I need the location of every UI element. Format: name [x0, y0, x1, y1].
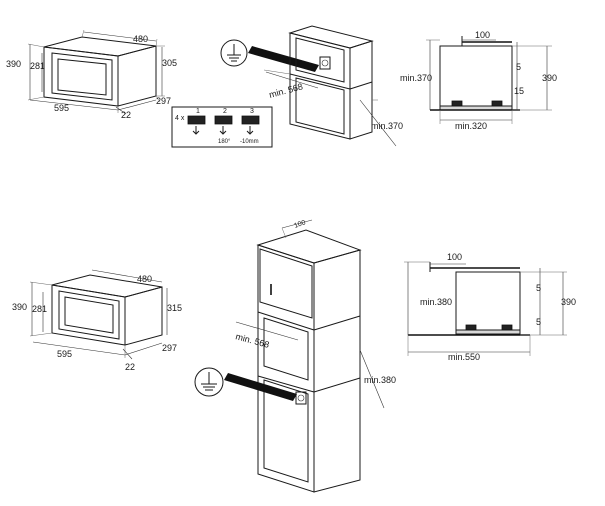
ground-icon: [194, 367, 297, 401]
bottom-cabinet-drawing: 100 min. 568 min.380: [234, 219, 396, 493]
step-2-number: 2: [223, 108, 227, 115]
top-side-view: 100 min.370 5 15 390 min.320: [400, 30, 557, 131]
steps-count: 4 x: [175, 115, 185, 122]
bottom-oven-height-outer: 390: [12, 302, 27, 312]
top-side-min-height: min.370: [400, 73, 432, 83]
bottom-oven-base-depth: 297: [162, 343, 177, 353]
top-oven-drawing: 480 390 281 305 595 22 297: [6, 29, 177, 120]
top-cabinet-min-depth: min.370: [371, 121, 403, 131]
top-oven-base-depth: 297: [156, 96, 171, 106]
top-oven-depth-label: 305: [162, 58, 177, 68]
ground-icon: [220, 39, 319, 72]
bottom-oven-height-inner: 281: [32, 304, 47, 314]
bottom-oven-drawing: 480 390 281 315 595 22 297: [12, 269, 182, 372]
top-steps-box: 4 x 1 2 3 180° -10mm: [171, 106, 273, 148]
top-oven-height-outer: 390: [6, 59, 21, 69]
bottom-cabinet-top-depth: 100: [293, 219, 306, 230]
top-oven-width-label: 480: [133, 34, 148, 44]
bottom-cabinet-min-width: min. 568: [234, 331, 270, 350]
step-2-angle: 180°: [218, 139, 231, 145]
bottom-oven-front-depth: 22: [125, 362, 135, 372]
top-side-min-depth: min.320: [455, 121, 487, 131]
top-side-total: 390: [542, 73, 557, 83]
bottom-oven-width-label: 480: [137, 274, 152, 284]
top-cabinet-drawing: min. 568 min.370: [263, 25, 403, 147]
bottom-side-min-depth: min.550: [448, 352, 480, 362]
top-oven-height-inner: 281: [30, 61, 45, 71]
bottom-side-gap-bottom: 5: [536, 317, 541, 327]
top-cabinet-min-width: min. 568: [268, 81, 304, 100]
top-side-gap-bottom: 15: [514, 86, 524, 96]
top-oven-front-depth: 22: [121, 110, 131, 120]
bottom-oven-front-width: 595: [57, 349, 72, 359]
bottom-side-gap-top: 5: [536, 283, 541, 293]
bottom-side-view: 100 min.380 5 5 390 min.550: [404, 252, 576, 362]
bottom-side-total: 390: [561, 297, 576, 307]
bottom-cabinet-min-depth: min.380: [364, 375, 396, 385]
top-side-gap-top: 5: [516, 62, 521, 72]
top-side-top-gap: 100: [475, 30, 490, 40]
step-3-number: 3: [250, 108, 254, 115]
top-oven-front-width: 595: [54, 103, 69, 113]
step-1-number: 1: [196, 108, 200, 115]
bottom-side-top-gap: 100: [447, 252, 462, 262]
bottom-oven-depth-label: 315: [167, 303, 182, 313]
bottom-side-min-height: min.380: [420, 297, 452, 307]
step-3-offset: -10mm: [240, 139, 259, 145]
